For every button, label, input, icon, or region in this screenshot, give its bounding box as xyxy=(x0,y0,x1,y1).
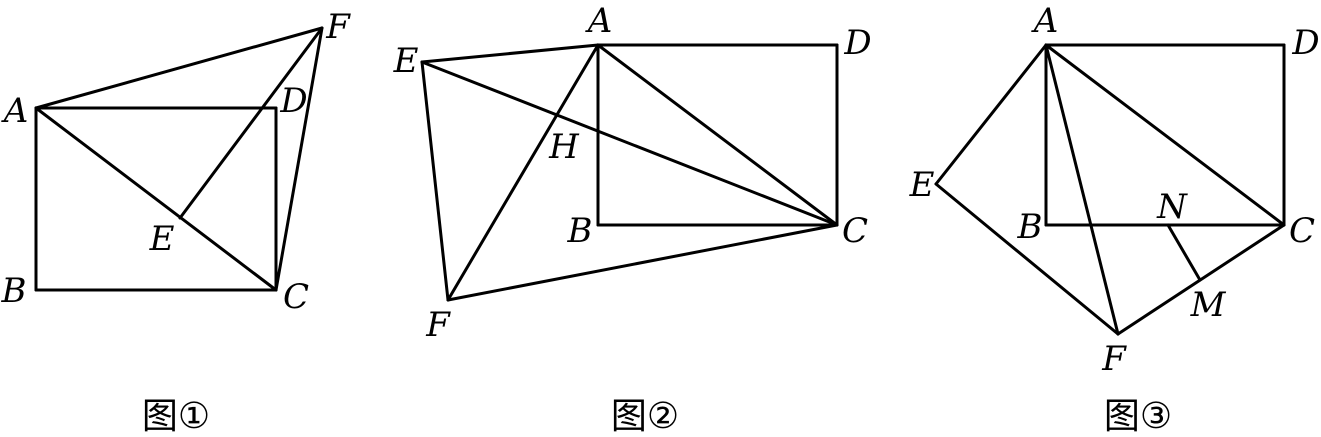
fig3-point-label-D: D xyxy=(1291,23,1319,63)
fig3-point-label-C: C xyxy=(1289,211,1315,251)
fig2-segment-AF xyxy=(446,43,600,302)
fig3-point-label-A: A xyxy=(1031,1,1059,41)
fig2-point-label-E: E xyxy=(393,41,419,81)
figure-1-caption: 图① xyxy=(142,396,210,437)
fig3-segment-AC xyxy=(1044,43,1286,227)
figure-2: A B C D E F H xyxy=(393,1,872,345)
fig3-point-label-N: N xyxy=(1156,187,1188,227)
fig1-point-label-D: D xyxy=(279,81,307,121)
fig3-point-label-B: B xyxy=(1017,207,1043,247)
fig1-segment-AF xyxy=(34,26,324,110)
fig3-point-label-M: M xyxy=(1190,285,1227,325)
fig2-segment-AC xyxy=(596,43,839,227)
fig2-point-label-B: B xyxy=(567,211,593,251)
figure-3: A B C D E F N M xyxy=(909,1,1320,379)
fig1-segment-AC xyxy=(34,106,278,292)
fig1-point-label-C: C xyxy=(283,277,309,317)
fig2-point-label-D: D xyxy=(843,23,871,63)
fig3-segment-AE xyxy=(934,43,1048,186)
fig3-segment-NM xyxy=(1166,223,1202,282)
fig1-point-label-E: E xyxy=(149,219,175,259)
fig2-segment-FC xyxy=(446,223,839,302)
fig1-segment-FC xyxy=(274,26,324,292)
fig3-segment-AF xyxy=(1044,43,1120,336)
fig1-point-label-A: A xyxy=(1,91,29,131)
fig3-point-label-F: F xyxy=(1101,339,1127,379)
fig3-point-label-E: E xyxy=(909,165,935,205)
fig2-segment-EA xyxy=(420,43,600,64)
fig1-point-label-B: B xyxy=(1,271,27,311)
figure-2-caption: 图② xyxy=(611,396,679,437)
fig2-point-label-A: A xyxy=(585,1,613,41)
figure-1: A B C D E F xyxy=(1,7,352,317)
fig3-segment-EF xyxy=(934,182,1120,336)
fig1-segment-EF xyxy=(178,26,324,220)
figure-3-caption: 图③ xyxy=(1104,396,1172,437)
fig2-point-label-C: C xyxy=(842,211,868,251)
fig2-segment-EF xyxy=(420,60,450,302)
fig2-segment-EC xyxy=(420,60,839,227)
fig1-point-label-F: F xyxy=(325,7,351,47)
fig2-point-label-H: H xyxy=(548,127,580,167)
fig2-point-label-F: F xyxy=(425,305,451,345)
